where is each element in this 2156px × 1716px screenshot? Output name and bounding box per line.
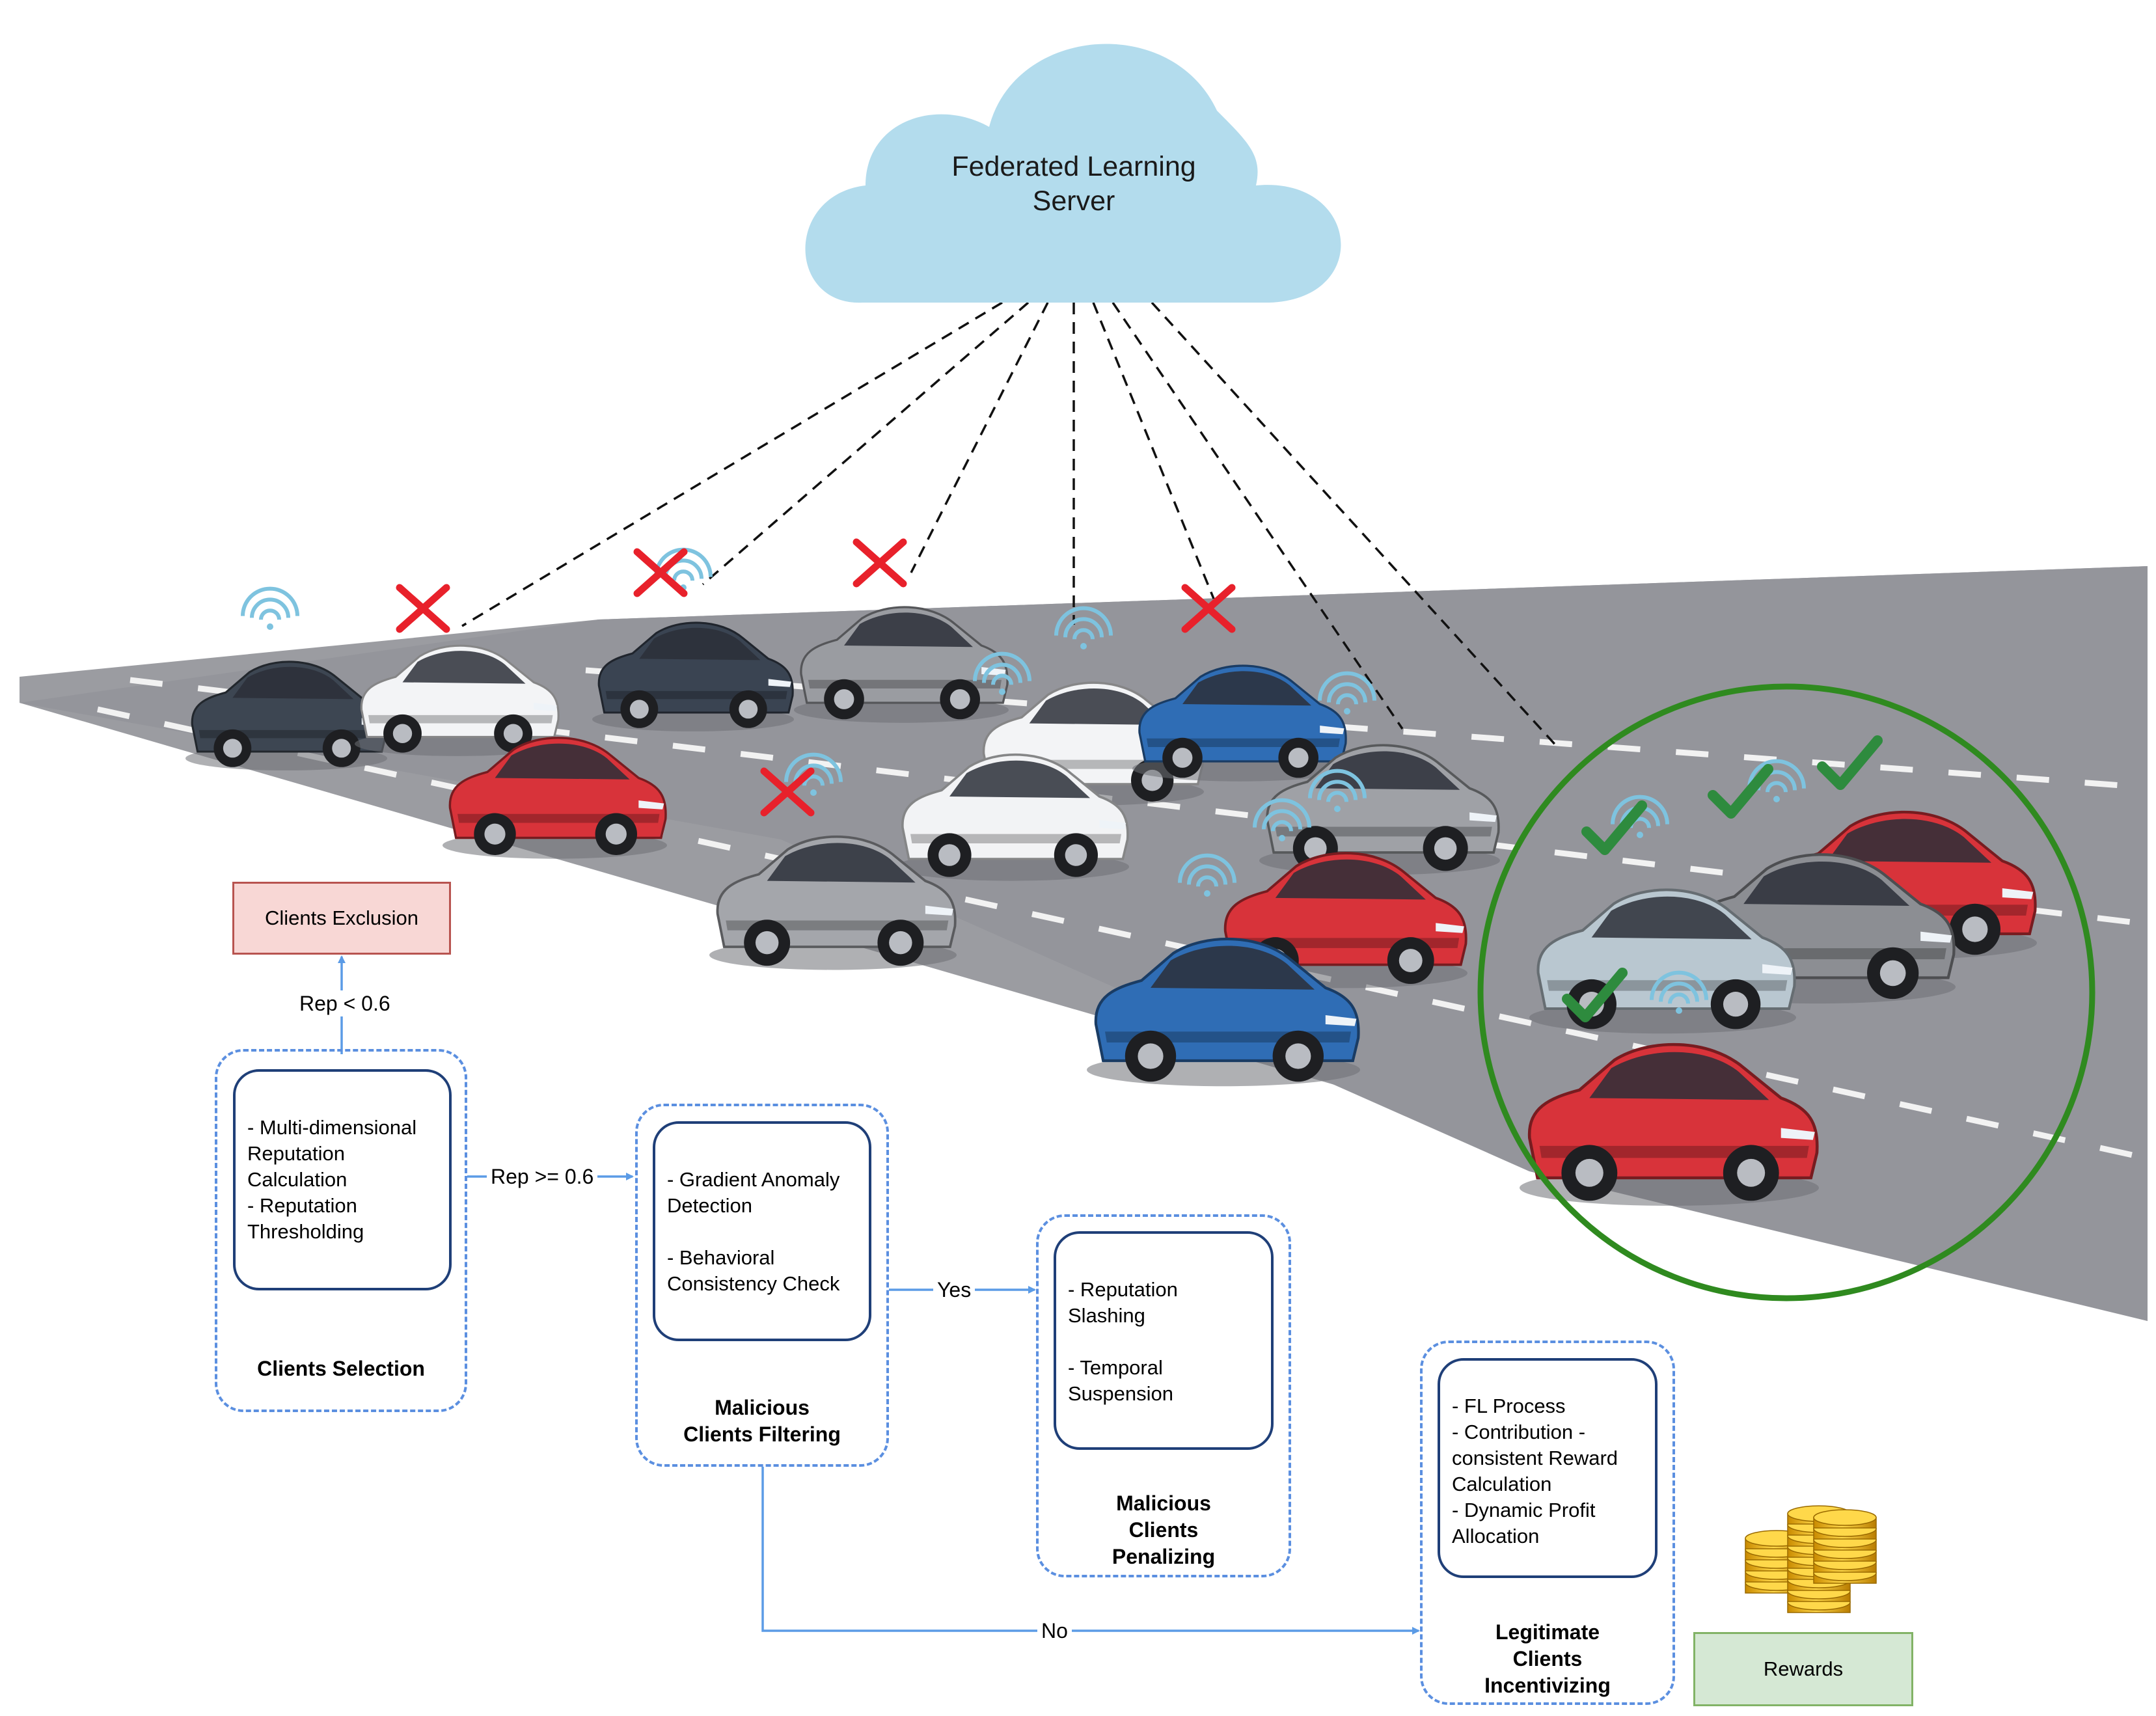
server-connections <box>461 301 1560 750</box>
rewards-box: Rewards <box>1693 1632 1913 1706</box>
legitimate-clients-circle <box>1477 683 2095 1301</box>
car <box>185 661 387 770</box>
legitimate-incentivizing-stage <box>1420 1341 1675 1705</box>
car <box>592 621 794 731</box>
check-icon <box>1581 800 1647 855</box>
malicious-penalizing-title: Malicious Clients Penalizing <box>1112 1491 1216 1568</box>
car <box>709 835 957 970</box>
car <box>1132 664 1347 782</box>
wifi-icon <box>1308 769 1367 812</box>
exclusion-condition-label: Rep < 0.6 <box>295 990 394 1016</box>
cross-icon <box>633 548 688 597</box>
car <box>443 737 667 859</box>
check-icon <box>1708 764 1773 819</box>
car <box>1087 937 1360 1087</box>
car <box>794 606 1009 723</box>
edge-no <box>761 1467 1420 1635</box>
car <box>1520 1042 1819 1206</box>
clients-selection-stage <box>215 1049 467 1412</box>
clients-selection-details: - Multi-dimensional Reputation Calculati… <box>233 1069 452 1290</box>
car <box>1529 888 1796 1034</box>
wifi-icon <box>784 752 843 796</box>
legitimate-incentivizing-title: Legitimate Clients Incentivizing <box>1484 1620 1611 1697</box>
wifi-icon <box>241 586 299 630</box>
coins-icon <box>1745 1505 1877 1613</box>
malicious-filtering-stage <box>635 1104 889 1467</box>
cross-icon <box>853 538 907 588</box>
legitimate-incentivizing-details: - FL Process - Contribution - consistent… <box>1438 1358 1658 1578</box>
rewards-label: Rewards <box>1763 1657 1844 1680</box>
wifi-icon <box>1253 798 1311 841</box>
cross-icon <box>760 767 815 817</box>
wifi-icon <box>973 651 1031 695</box>
malicious-penalizing-stage <box>1036 1214 1291 1577</box>
server-title: Federated Learning Server <box>951 151 1196 217</box>
pass-threshold-label: Rep >= 0.6 <box>487 1164 598 1190</box>
cloud-server <box>805 44 1341 303</box>
clients-selection-title: Clients Selection <box>257 1357 425 1380</box>
wifi-icon <box>1650 970 1708 1014</box>
wifi-icon <box>1178 853 1236 897</box>
malicious-penalizing-details: - Reputation Slashing - Temporal Suspens… <box>1054 1231 1274 1450</box>
car <box>355 644 560 756</box>
cross-icon <box>396 584 450 633</box>
excluded-markers <box>396 538 1236 817</box>
check-icon <box>1562 968 1628 1022</box>
approved-markers <box>1562 735 1883 1022</box>
malicious-filtering-title: Malicious Clients Filtering <box>683 1396 841 1446</box>
malicious-filtering-details: - Gradient Anomaly Detection - Behaviora… <box>653 1121 871 1341</box>
no-label: No <box>1037 1618 1072 1644</box>
car <box>895 753 1129 881</box>
wifi-icon <box>1054 606 1113 649</box>
cross-icon <box>1181 584 1236 633</box>
check-icon <box>1817 735 1883 790</box>
clients-exclusion-box: Clients Exclusion <box>232 882 451 955</box>
clients-exclusion-label: Clients Exclusion <box>264 906 419 929</box>
wifi-icon <box>1747 759 1806 802</box>
vehicle-fleet <box>185 606 2037 1206</box>
yes-label: Yes <box>933 1277 976 1303</box>
wifi-icon <box>1318 671 1376 715</box>
